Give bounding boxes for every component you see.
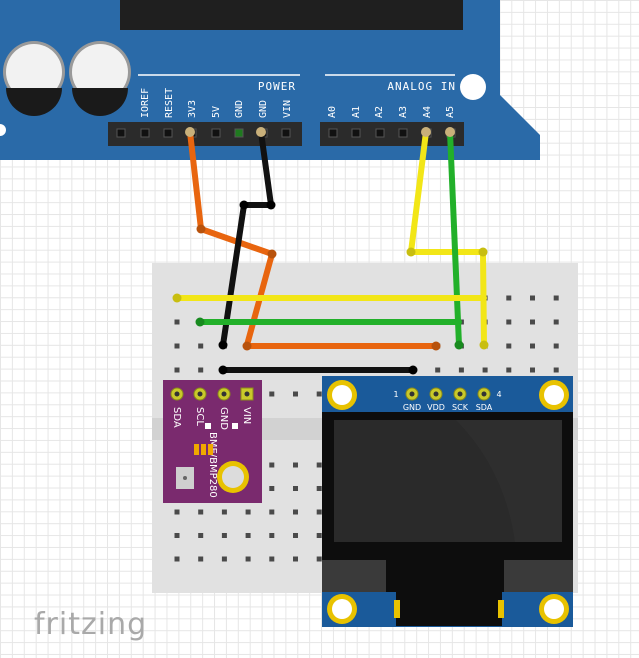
breadboard-hole xyxy=(316,533,322,538)
breadboard-hole xyxy=(530,367,535,373)
breadboard-hole xyxy=(435,367,441,373)
breadboard-hole xyxy=(174,556,180,562)
mounting-hole xyxy=(539,594,569,624)
breadboard-hole xyxy=(553,343,559,349)
fritzing-logo: fritzing xyxy=(34,607,147,642)
pin-label-vin: VIN xyxy=(282,100,293,118)
wires xyxy=(174,129,487,373)
pin-label-a1: A1 xyxy=(351,106,362,118)
breadboard-hole xyxy=(269,556,275,562)
pin-label-a0: A0 xyxy=(327,106,338,118)
breadboard-hole xyxy=(198,343,204,349)
breadboard-hole xyxy=(506,343,512,349)
oled-pin-label-gnd: GND xyxy=(403,403,421,412)
breadboard-hole xyxy=(198,533,204,538)
bme-chip-label: BME/BMP280 xyxy=(207,432,218,498)
oled-pin-number-start: 1 xyxy=(393,390,398,399)
capacitor xyxy=(3,41,65,116)
breadboard-hole xyxy=(458,367,464,373)
bme-pin-label-scl: SCL xyxy=(194,407,205,426)
breadboard-hole xyxy=(198,556,204,562)
breadboard-hole xyxy=(316,556,322,562)
pin-label-a5: A5 xyxy=(445,106,456,118)
breadboard-hole xyxy=(482,367,488,373)
bme-pin-label-gnd: GND xyxy=(218,407,229,430)
breadboard-hole xyxy=(293,391,298,397)
analog-pin-header xyxy=(320,122,464,146)
breadboard-hole xyxy=(245,509,251,515)
breadboard-hole xyxy=(553,295,559,301)
breadboard-hole xyxy=(269,509,275,515)
breadboard-hole xyxy=(198,367,204,373)
breadboard-hole xyxy=(506,367,512,373)
bme-pin-label-sda: SDA xyxy=(171,407,182,428)
breadboard-hole xyxy=(174,509,180,515)
capacitor xyxy=(69,41,131,116)
breadboard-hole xyxy=(174,343,180,349)
pin-label-gnd: GND xyxy=(234,100,245,118)
breadboard-hole xyxy=(316,509,322,515)
mounting-hole xyxy=(539,380,569,410)
arduino-board: POWER ANALOG IN IOREF RESET 3V3 5V GND G… xyxy=(0,0,540,160)
breadboard-hole xyxy=(269,533,275,538)
breadboard-hole xyxy=(269,462,275,468)
wire-ground xyxy=(220,129,274,348)
breadboard-hole xyxy=(245,556,251,562)
oled-pin-number-end: 4 xyxy=(496,390,501,399)
breadboard-hole xyxy=(293,533,298,538)
breadboard-hole xyxy=(553,367,559,373)
breadboard-hole xyxy=(506,295,512,301)
breadboard-hole xyxy=(269,486,275,491)
pin-label-a3: A3 xyxy=(398,106,409,118)
breadboard-hole xyxy=(174,319,180,325)
oled-pin-label-sck: SCK xyxy=(452,403,469,412)
breadboard-hole xyxy=(174,533,180,538)
breadboard-hole xyxy=(316,391,322,397)
mounting-hole xyxy=(327,594,357,624)
breadboard-hole xyxy=(245,533,251,538)
mounting-hole xyxy=(327,380,357,410)
oled-module: 1 4 GND VDD SCK SDA xyxy=(322,376,573,627)
breadboard-hole xyxy=(293,556,298,562)
breadboard-hole xyxy=(293,509,298,515)
breadboard-hole xyxy=(198,509,204,515)
oled-ribbon-cable xyxy=(396,592,502,626)
breadboard-hole xyxy=(293,462,298,468)
bme-pin-label-vin: VIN xyxy=(241,407,252,424)
pin-label-a2: A2 xyxy=(374,106,385,118)
wire-joints xyxy=(172,127,489,375)
breadboard-hole xyxy=(316,462,322,468)
pin-label-gnd: GND xyxy=(258,100,269,118)
oled-pin-label-sda: SDA xyxy=(476,403,493,412)
wire-a5-scl xyxy=(447,129,462,348)
breadboard-hole xyxy=(506,319,512,325)
breadboard-hole xyxy=(221,509,227,515)
breadboard-hole xyxy=(221,533,227,538)
breadboard-hole xyxy=(553,319,559,325)
pin-label-reset: RESET xyxy=(164,88,175,118)
analog-header-label: ANALOG IN xyxy=(387,80,456,93)
pin-label-a4: A4 xyxy=(422,106,433,118)
usb-jack xyxy=(120,0,463,30)
pin-label-3v3: 3V3 xyxy=(187,100,198,118)
pin-label-ioref: IOREF xyxy=(140,88,151,118)
breadboard-hole xyxy=(530,319,535,325)
power-pin-header xyxy=(108,122,302,146)
oled-pin-label-vdd: VDD xyxy=(427,403,445,412)
pin-label-5v: 5V xyxy=(211,106,222,118)
breadboard-hole xyxy=(293,486,298,491)
breadboard-hole xyxy=(316,486,322,491)
breadboard-hole xyxy=(530,343,535,349)
mounting-hole xyxy=(0,124,6,136)
mounting-hole xyxy=(460,74,486,100)
power-header-label: POWER xyxy=(258,80,296,93)
breadboard-hole xyxy=(221,556,227,562)
breadboard-hole xyxy=(174,367,180,373)
breadboard-hole xyxy=(530,295,535,301)
breadboard-hole xyxy=(269,391,275,397)
bme280-module: SDA SCL GND VIN BME/BMP280 xyxy=(163,380,262,503)
